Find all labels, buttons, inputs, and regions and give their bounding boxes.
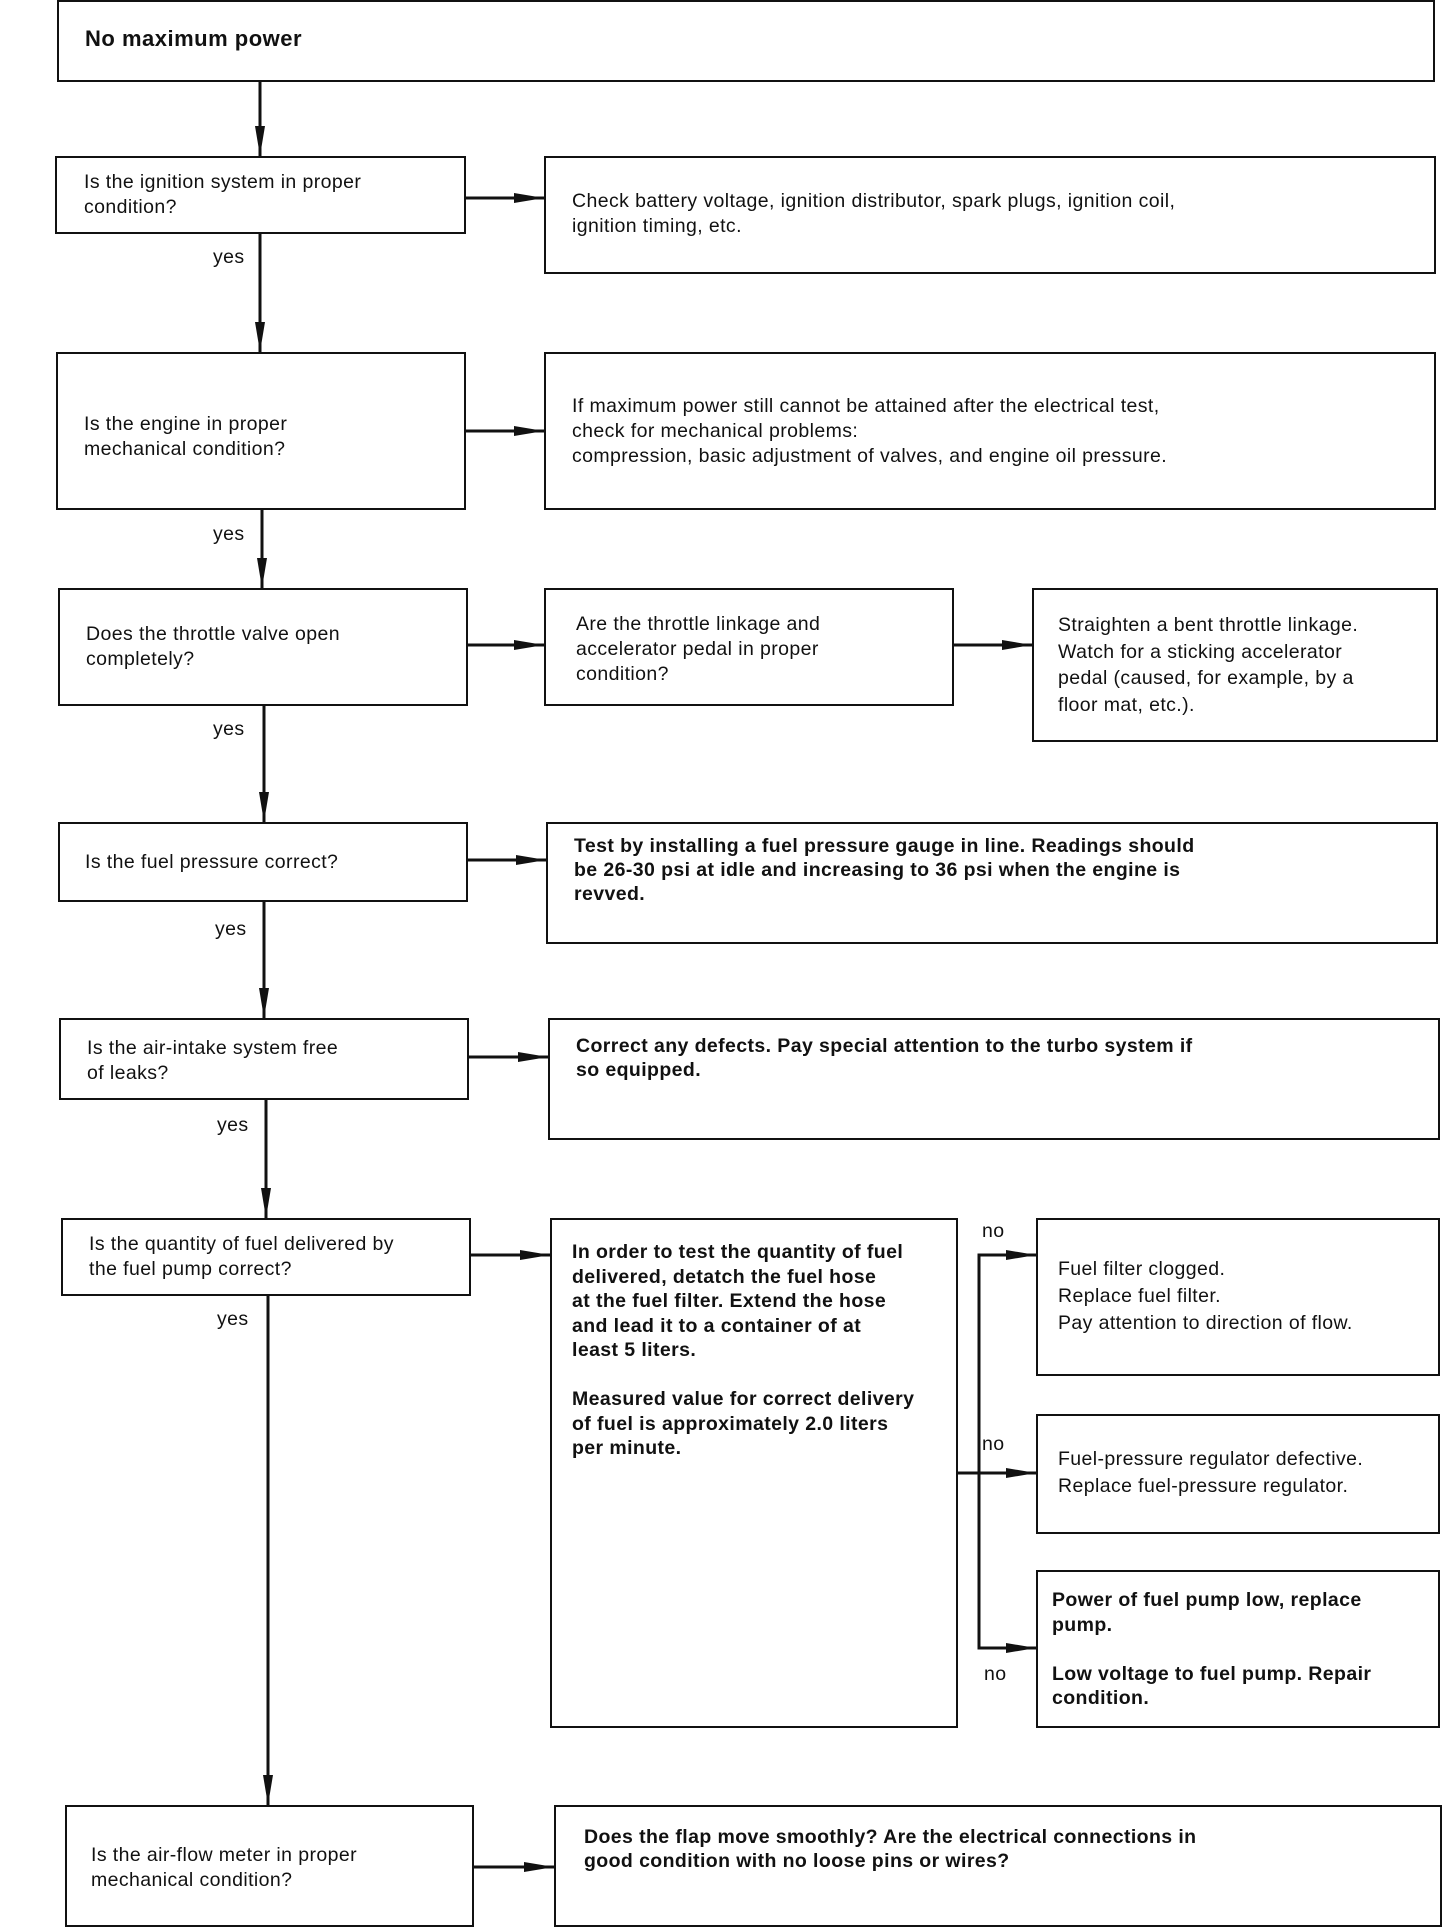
action-ignition-text: Check battery voltage, ignition distribu… xyxy=(572,190,1176,237)
arrow-no-filter xyxy=(977,1250,1036,1420)
result-filter: Fuel filter clogged. Replace fuel filter… xyxy=(1036,1218,1440,1376)
question-fuel-pressure: Is the fuel pressure correct? xyxy=(58,822,468,902)
action-fuel-pressure: Test by installing a fuel pressure gauge… xyxy=(546,822,1438,944)
question-air-intake: Is the air-intake system free of leaks? xyxy=(59,1018,469,1100)
linkage-fix-text: Straighten a bent throttle linkage. Watc… xyxy=(1058,614,1359,716)
linkage-fix-box: Straighten a bent throttle linkage. Watc… xyxy=(1032,588,1438,742)
yes-label-2: yes xyxy=(213,523,245,545)
question-mechanical: Is the engine in proper mechanical condi… xyxy=(56,352,466,510)
no-label-pump: no xyxy=(984,1663,1007,1685)
action-airflow: Does the flap move smoothly? Are the ele… xyxy=(554,1805,1442,1927)
linkage-question-box: Are the throttle linkage and accelerator… xyxy=(544,588,954,706)
question-ignition: Is the ignition system in proper conditi… xyxy=(55,156,466,234)
action-mechanical-text: If maximum power still cannot be attaine… xyxy=(572,395,1168,467)
question-airflow-text: Is the air-flow meter in proper mechanic… xyxy=(91,1844,357,1891)
result-filter-text: Fuel filter clogged. Replace fuel filter… xyxy=(1058,1258,1353,1334)
yes-label-5: yes xyxy=(217,1114,249,1136)
linkage-question-text: Are the throttle linkage and accelerator… xyxy=(576,613,821,685)
no-label-regulator: no xyxy=(982,1433,1005,1455)
question-fuel-pressure-text: Is the fuel pressure correct? xyxy=(85,851,339,873)
page-title: No maximum power xyxy=(85,26,303,51)
question-ignition-text: Is the ignition system in proper conditi… xyxy=(84,171,362,218)
question-mechanical-text: Is the engine in proper mechanical condi… xyxy=(84,413,288,460)
action-mechanical: If maximum power still cannot be attaine… xyxy=(544,352,1436,510)
action-air-intake-text: Correct any defects. Pay special attenti… xyxy=(576,1035,1193,1081)
yes-label-3: yes xyxy=(213,718,245,740)
question-airflow: Is the air-flow meter in proper mechanic… xyxy=(65,1805,474,1927)
result-regulator: Fuel-pressure regulator defective. Repla… xyxy=(1036,1414,1440,1534)
question-fuel-quantity-text: Is the quantity of fuel delivered by the… xyxy=(89,1233,394,1280)
yes-label-6: yes xyxy=(217,1308,249,1330)
no-label-filter: no xyxy=(982,1220,1005,1242)
action-fuel-quantity: In order to test the quantity of fuel de… xyxy=(550,1218,958,1728)
question-throttle: Does the throttle valve open completely? xyxy=(58,588,468,706)
question-air-intake-text: Is the air-intake system free of leaks? xyxy=(87,1037,339,1084)
result-pump: Power of fuel pump low, replace pump. Lo… xyxy=(1036,1570,1440,1728)
title-box: No maximum power xyxy=(57,0,1435,82)
action-fuel-pressure-text: Test by installing a fuel pressure gauge… xyxy=(574,835,1195,905)
action-fuel-quantity-text: In order to test the quantity of fuel de… xyxy=(572,1241,915,1459)
yes-label-1: yes xyxy=(213,246,245,268)
question-throttle-text: Does the throttle valve open completely? xyxy=(86,623,341,670)
action-airflow-text: Does the flap move smoothly? Are the ele… xyxy=(584,1826,1197,1872)
result-pump-text: Power of fuel pump low, replace pump. Lo… xyxy=(1052,1589,1372,1709)
yes-label-4: yes xyxy=(215,918,247,940)
action-ignition: Check battery voltage, ignition distribu… xyxy=(544,156,1436,274)
question-fuel-quantity: Is the quantity of fuel delivered by the… xyxy=(61,1218,471,1296)
result-regulator-text: Fuel-pressure regulator defective. Repla… xyxy=(1058,1448,1364,1497)
arrow-no-pump xyxy=(977,1473,1036,1653)
action-air-intake: Correct any defects. Pay special attenti… xyxy=(548,1018,1440,1140)
